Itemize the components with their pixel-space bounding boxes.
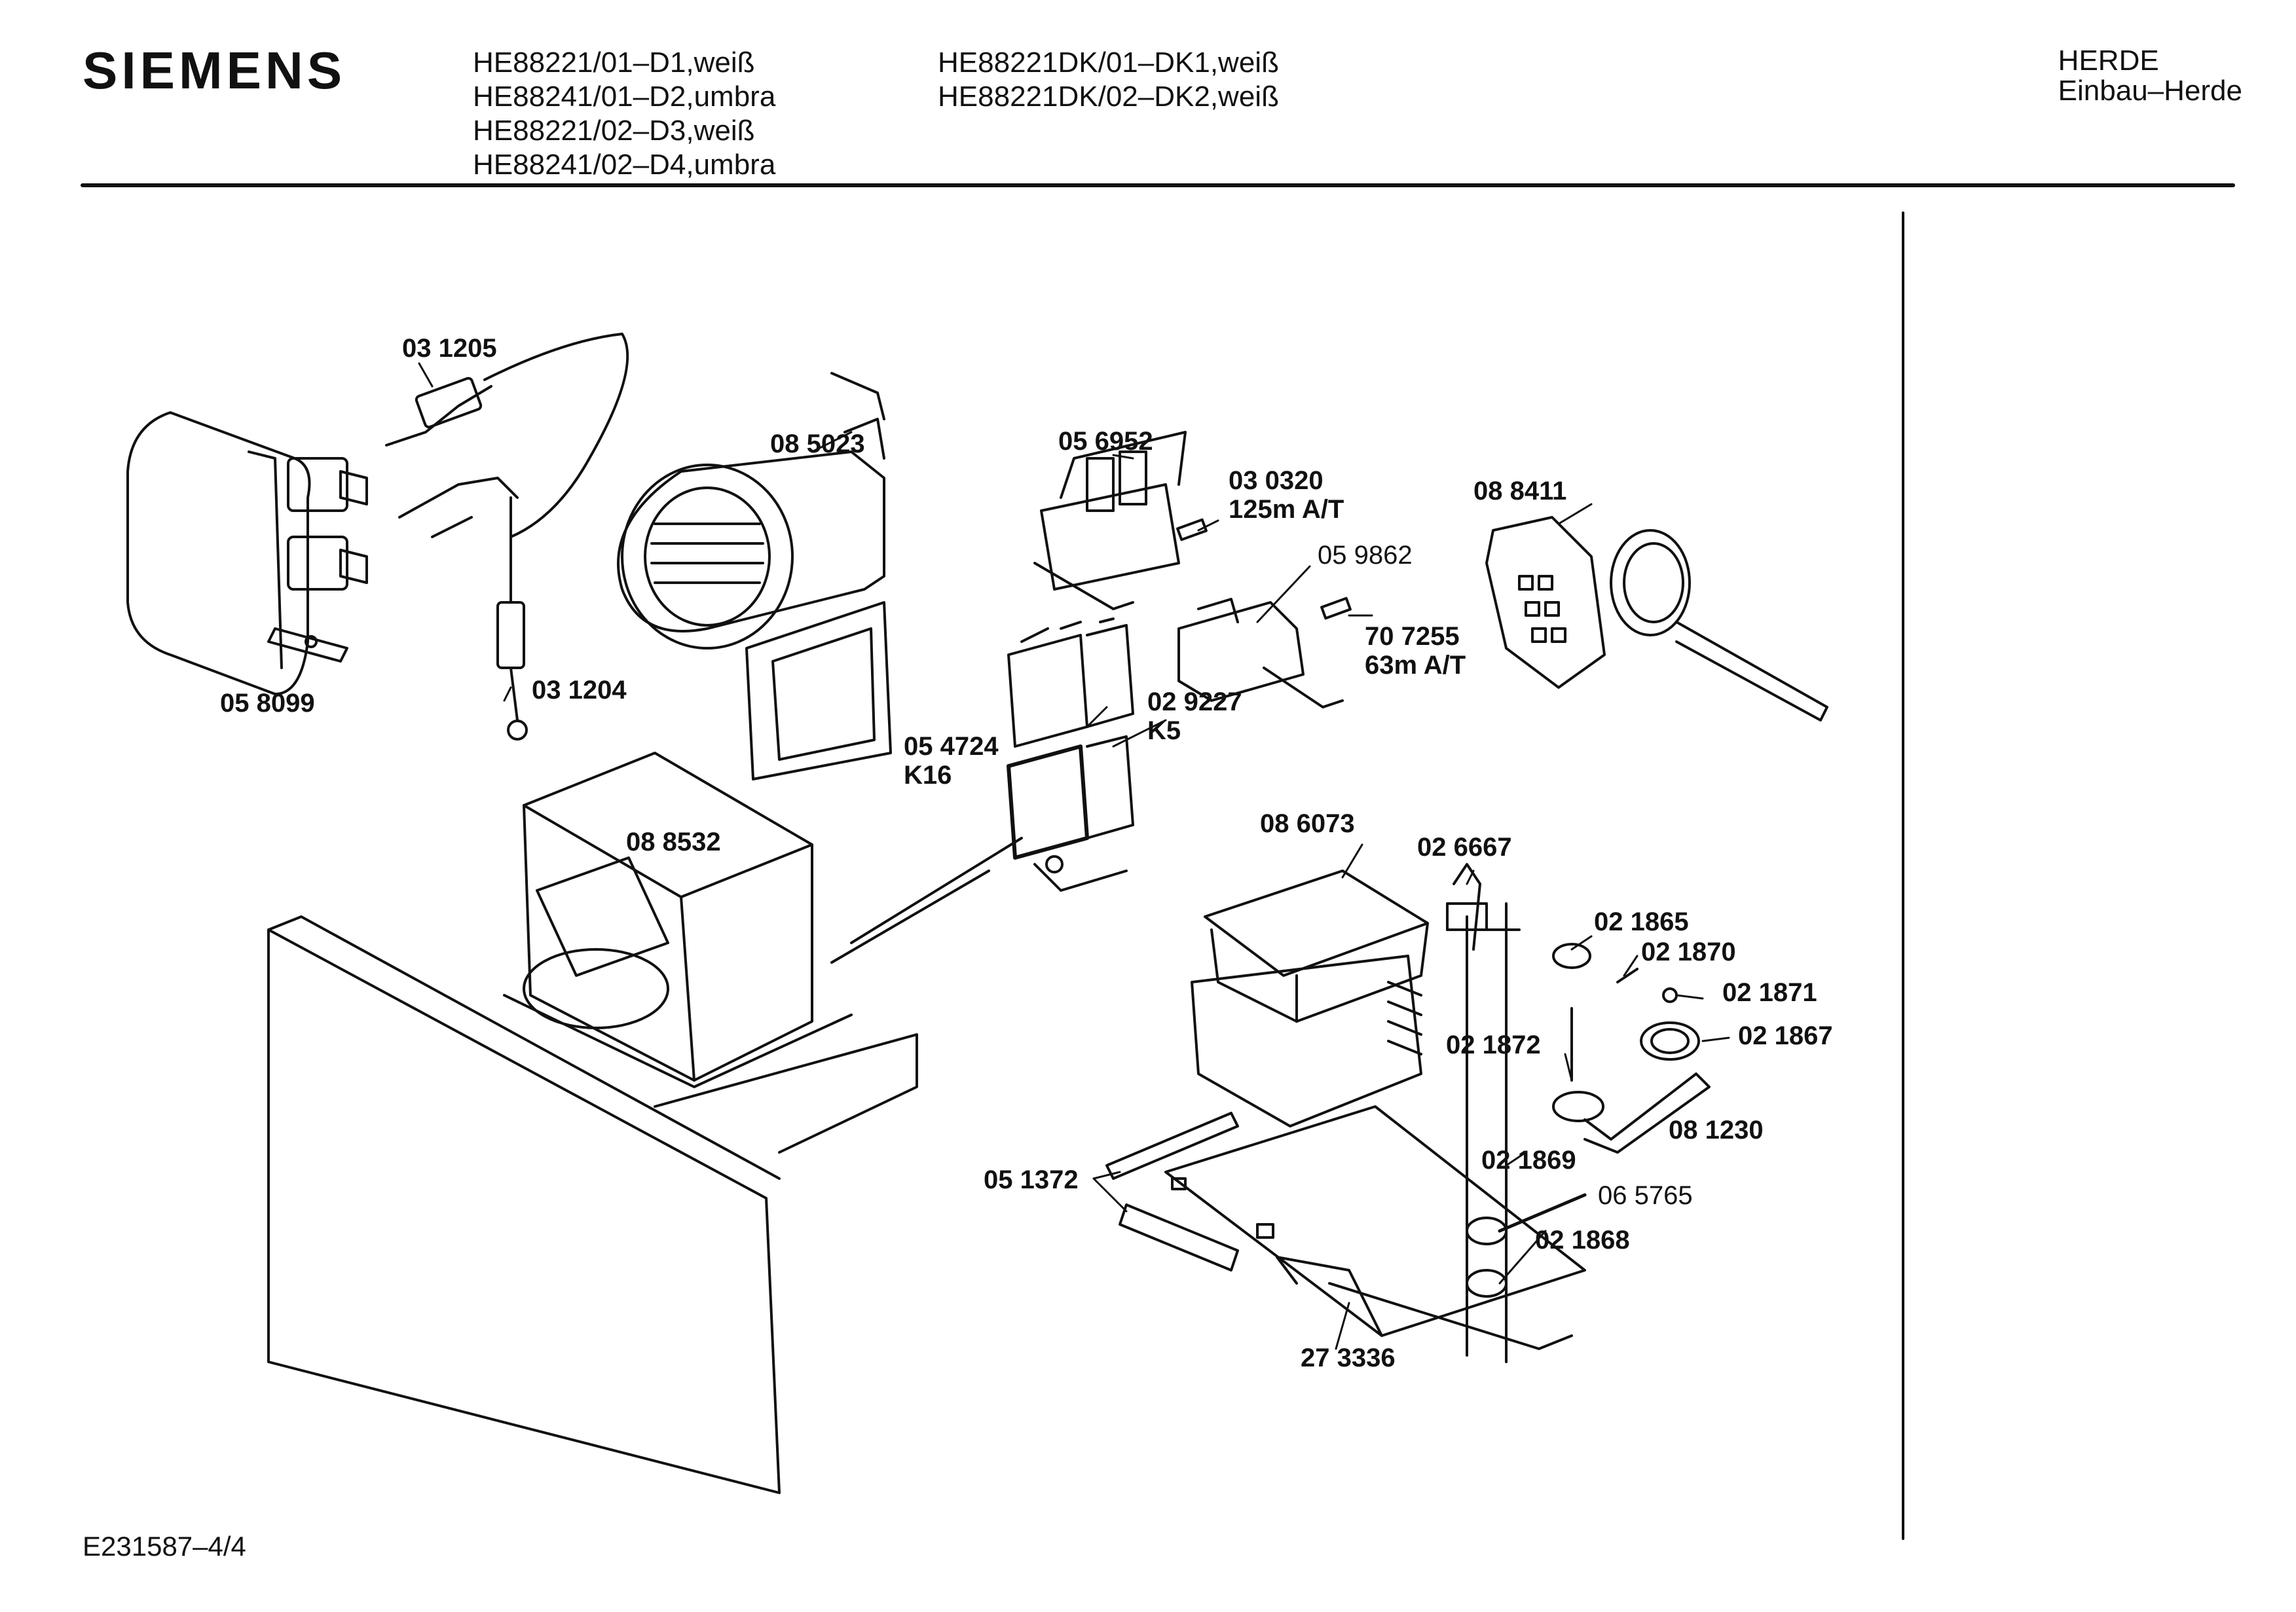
part-label-029227: 02 9227 <box>1147 687 1242 716</box>
part-label-707255-rating: 63m A/T <box>1365 651 1466 680</box>
model-entry: HE88221/01–D1,weiß <box>473 46 755 79</box>
category-subtitle: Einbau–Herde <box>2058 75 2242 107</box>
model-entry: HE88221DK/02–DK2,weiß <box>938 81 1279 113</box>
leader-lines <box>418 362 1730 1350</box>
part-label-054724-ref: K16 <box>904 761 952 790</box>
model-entry: HE88221/02–D3,weiß <box>473 115 755 147</box>
terminal-block-drawing <box>1176 518 1352 708</box>
transformer-small-drawing <box>1033 431 1187 610</box>
part-label-021865: 02 1865 <box>1594 907 1689 936</box>
sensor-drawing <box>1446 863 1488 951</box>
part-label-707255: 70 7255 <box>1365 622 1460 651</box>
part-label-021867: 02 1867 <box>1738 1021 1833 1050</box>
part-label-086073: 08 6073 <box>1260 809 1355 838</box>
part-label-030320-rating: 125m A/T <box>1229 495 1344 524</box>
model-entry: HE88221DK/01–DK1,weiß <box>938 46 1279 79</box>
part-label-030320: 03 0320 <box>1229 466 1324 495</box>
insulation-strips-drawing <box>1105 1112 1239 1272</box>
fan-drawing <box>617 372 892 780</box>
part-label-021871: 02 1871 <box>1722 978 1817 1007</box>
part-label-065765: 06 5765 <box>1598 1181 1693 1210</box>
relay-drawing <box>1007 617 1134 892</box>
category-block: HERDE Einbau–Herde <box>2058 46 2242 106</box>
brand-logo: SIEMENS <box>83 41 346 100</box>
part-label-021869: 02 1869 <box>1481 1146 1576 1175</box>
capacitor-drawing <box>126 411 368 695</box>
part-label-029227-ref: K5 <box>1147 716 1181 745</box>
part-label-021872: 02 1872 <box>1446 1031 1541 1059</box>
part-label-081230: 08 1230 <box>1669 1116 1764 1145</box>
model-entry: HE88241/02–D4,umbra <box>473 149 776 181</box>
part-label-059862: 05 9862 <box>1318 541 1413 570</box>
part-label-056952: 05 6952 <box>1058 427 1153 456</box>
model-list-left: HE88221/01–D1,weiß HE88241/01–D2,umbra H… <box>473 46 775 182</box>
document-id: E231587–4/4 <box>83 1531 246 1562</box>
part-label-058099: 05 8099 <box>220 689 315 718</box>
base-plate-drawing <box>1164 1105 1586 1350</box>
cable-sensor-drawing <box>385 333 629 741</box>
mounting-panel-drawing <box>267 837 1023 1494</box>
model-entry: HE88241/01–D2,umbra <box>473 81 776 113</box>
thermostat-drawing <box>1485 516 1828 722</box>
magnetron-drawing <box>1191 870 1429 1127</box>
part-label-085023: 08 5023 <box>770 430 865 458</box>
part-label-051372: 05 1372 <box>984 1165 1079 1194</box>
part-label-088411: 08 8411 <box>1473 477 1567 505</box>
transformer-main-drawing <box>503 752 853 1088</box>
shaft-assembly-drawing <box>1446 902 1711 1363</box>
part-label-031204: 03 1204 <box>532 676 627 705</box>
part-label-026667: 02 6667 <box>1417 833 1512 862</box>
part-label-021870: 02 1870 <box>1641 938 1736 966</box>
part-label-021868: 02 1868 <box>1535 1226 1630 1255</box>
part-label-088532: 08 8532 <box>626 828 721 856</box>
part-label-031205: 03 1205 <box>402 334 497 363</box>
part-label-273336: 27 3336 <box>1301 1344 1396 1372</box>
part-label-054724: 05 4724 <box>904 732 999 761</box>
category-title: HERDE <box>2058 45 2159 77</box>
model-list-right: HE88221DK/01–DK1,weiß HE88221DK/02–DK2,w… <box>938 46 1279 114</box>
